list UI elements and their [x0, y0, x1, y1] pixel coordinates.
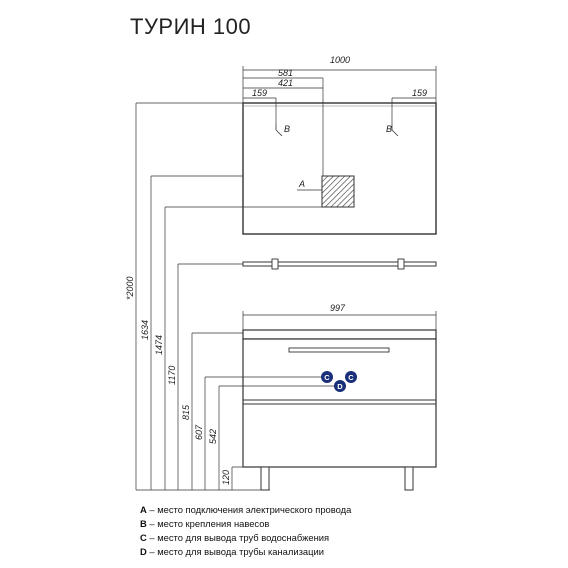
legend-key-a: A — [140, 504, 147, 515]
marker-c-right-circle — [345, 371, 357, 383]
vanity-cabinet: C C D — [242, 329, 437, 491]
dim-height-607: 607 — [194, 424, 204, 440]
height-dimensions — [135, 102, 334, 491]
dim-mirror-581: 581 — [278, 68, 293, 78]
mirror-outline — [242, 102, 437, 235]
marker-b-left: B — [284, 124, 290, 134]
marker-d-circle — [334, 380, 346, 392]
marker-b-right: B — [386, 124, 392, 134]
dim-height-815: 815 — [181, 404, 191, 420]
legend-row-d: D – место для вывода трубы канализации — [140, 545, 351, 559]
dim-height-1474: 1474 — [154, 335, 164, 355]
dim-height-120: 120 — [221, 470, 231, 485]
cabinet-width-dimension — [242, 311, 437, 330]
product-title: ТУРИН 100 — [130, 14, 252, 39]
marker-c-left: C — [324, 373, 330, 382]
mirror-dimensions — [242, 66, 437, 176]
legend-key-c: C — [140, 532, 147, 543]
dim-height-1634: 1634 — [140, 320, 150, 340]
cabinet-body — [242, 338, 437, 468]
dim-mirror-width: 1000 — [330, 55, 350, 65]
legend-text-c: – место для вывода труб водоснабжения — [146, 532, 330, 543]
marker-c-left-circle — [321, 371, 333, 383]
legend-row-b: B – место крепления навесов — [140, 517, 351, 531]
marker-a: A — [298, 179, 305, 189]
leg-left — [260, 466, 270, 491]
dim-mirror-421: 421 — [278, 78, 293, 88]
legend-text-b: – место крепления навесов — [146, 518, 270, 529]
dim-height-1170: 1170 — [167, 366, 177, 385]
marker-d: D — [337, 382, 343, 391]
drawer-handle — [288, 347, 390, 353]
dim-mirror-159-left: 159 — [252, 88, 267, 98]
shelf-bracket-right — [397, 258, 405, 270]
dim-height-2000: *2000 — [125, 276, 135, 300]
legend-row-c: C – место для вывода труб водоснабжения — [140, 531, 351, 545]
legend-row-a: A – место подключения электрического про… — [140, 503, 351, 517]
legend-text-d: – место для вывода трубы канализации — [146, 546, 324, 557]
shelf-bracket-left — [271, 258, 279, 270]
dim-mirror-159-right: 159 — [412, 88, 427, 98]
legend-key-b: B — [140, 518, 147, 529]
legend: A – место подключения электрического про… — [140, 503, 351, 559]
countertop — [242, 329, 437, 340]
marker-c-right: C — [348, 373, 354, 382]
power-outlet-zone — [321, 175, 355, 208]
leg-right — [404, 466, 414, 491]
legend-key-d: D — [140, 546, 147, 557]
dim-cabinet-width: 997 — [330, 303, 346, 313]
shelf — [242, 258, 437, 270]
dim-height-542: 542 — [208, 429, 218, 444]
legend-text-a: – место подключения электрического прово… — [146, 504, 352, 515]
mirror: B B A — [242, 102, 437, 235]
